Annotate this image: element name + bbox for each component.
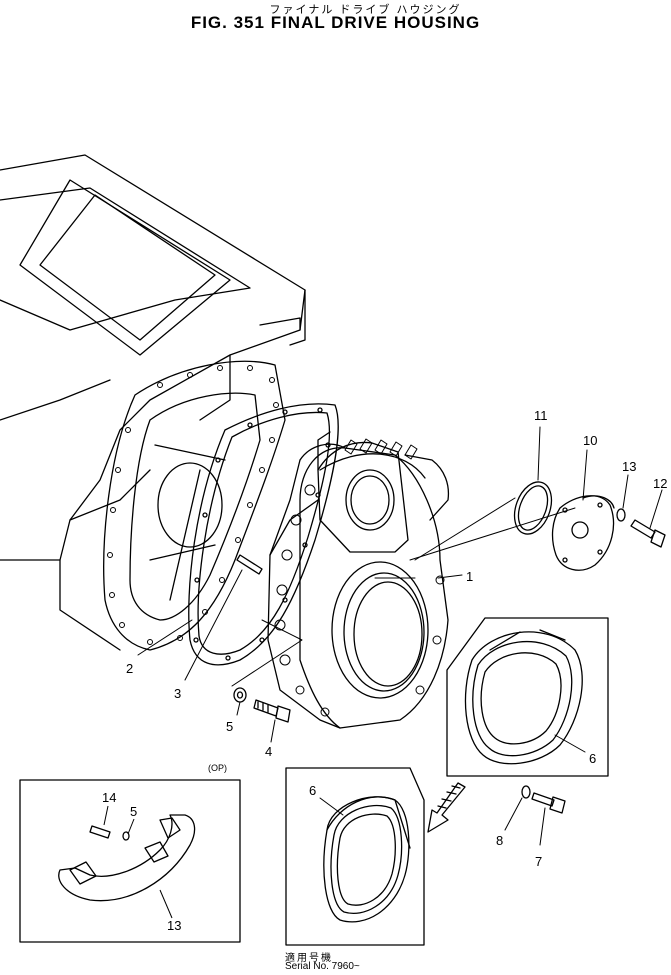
- washer: [616, 508, 626, 522]
- cover: [551, 495, 615, 571]
- direction-arrow: [427, 782, 466, 833]
- callout-12: 13: [622, 459, 637, 474]
- dust-cover-bolt: [531, 792, 566, 814]
- cover-bolt: [630, 519, 666, 548]
- dust-cover-detail-frame: [446, 617, 609, 777]
- option-guard-detail-frame: [19, 779, 241, 943]
- callout-8: 8: [496, 833, 504, 848]
- flange-bolt-holes: [107, 365, 279, 645]
- callout-7: 7: [535, 854, 543, 869]
- callout-13: 13: [167, 918, 182, 933]
- callout-5: 5: [226, 719, 234, 734]
- callout-6-alternate: 6: [309, 783, 317, 798]
- final-drive-housing: [267, 431, 450, 729]
- washer-small: [521, 785, 531, 799]
- bolt: [253, 699, 291, 723]
- callout-2: 2: [126, 661, 134, 676]
- housing-mounting-bolts: [274, 438, 445, 717]
- transmission-case: [0, 154, 306, 651]
- callout-11: 12: [653, 476, 668, 491]
- callout-5-option: 5: [130, 804, 138, 819]
- callout-10: 11: [534, 408, 548, 423]
- o-ring: [513, 481, 553, 535]
- leader-lines: [137, 426, 663, 846]
- option-label: (OP): [208, 763, 227, 773]
- callout-6: 6: [589, 751, 597, 766]
- serial-number: Serial No. 7960~: [285, 961, 360, 972]
- dust-cover-alternate-frame: [285, 767, 425, 946]
- figure-title: FIG. 351 FINAL DRIVE HOUSING: [190, 13, 481, 32]
- callout-3: 3: [174, 686, 182, 701]
- figure-title-japanese: ファイナル ドライブ ハウジング: [269, 4, 462, 16]
- callout-1: 1: [466, 569, 474, 584]
- dowel-pin: [236, 554, 263, 575]
- callout-14: 14: [102, 790, 117, 805]
- callout-9: 10: [583, 433, 598, 448]
- callout-4: 4: [265, 744, 273, 759]
- serial-label-japanese: 適用号機: [285, 953, 333, 964]
